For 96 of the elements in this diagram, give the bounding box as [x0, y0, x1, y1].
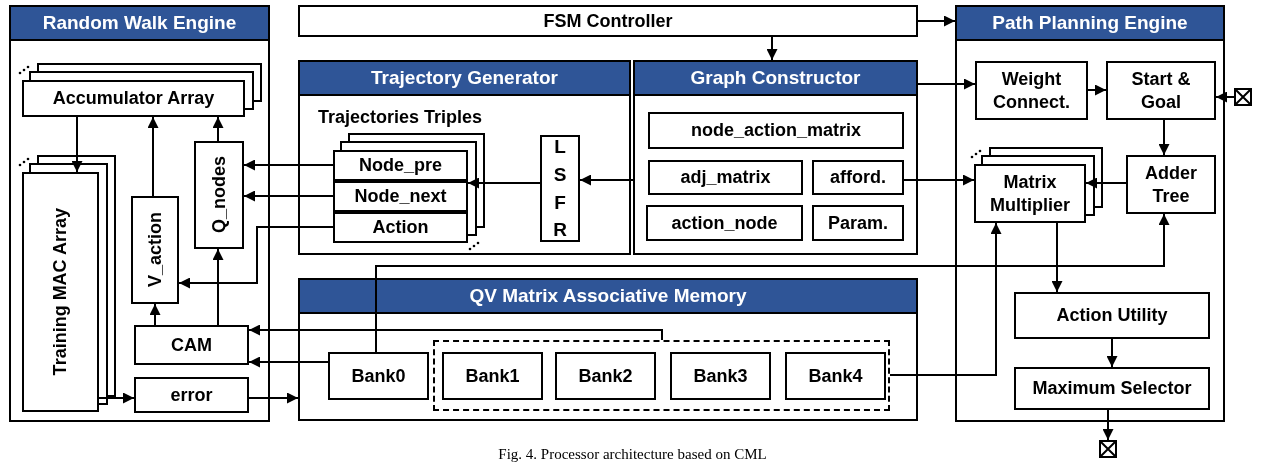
block-label: Start & Goal [1130, 68, 1192, 113]
block-label: Adder Tree [1144, 162, 1198, 207]
block [1014, 367, 1210, 410]
panel-header: Graph Constructor [635, 62, 916, 96]
arrow [243, 190, 334, 202]
arrow [1102, 409, 1114, 441]
arrow [1106, 338, 1118, 368]
block [1106, 61, 1216, 120]
block [22, 172, 99, 412]
io-port-symbol [1234, 88, 1252, 106]
arrow [212, 248, 224, 326]
arrow [375, 213, 1170, 353]
block [555, 352, 656, 400]
arrow [178, 226, 334, 289]
block-label: Training MAC Array [49, 208, 72, 376]
block [785, 352, 886, 400]
block-label: Action [372, 216, 429, 239]
arrow [1051, 222, 1063, 293]
arrow [889, 222, 1002, 376]
block-label: Bank3 [693, 364, 748, 388]
block [812, 205, 904, 241]
block [333, 181, 468, 212]
block [648, 112, 904, 149]
arrow [248, 324, 663, 341]
panel-header: Random Walk Engine [11, 7, 268, 41]
block [812, 160, 904, 195]
arrow [147, 116, 159, 197]
block-label: LSFR [552, 135, 568, 243]
arrow [71, 116, 83, 173]
block-label: Accumulator Array [52, 87, 215, 110]
block-label: CAM [171, 333, 212, 357]
engine-panel [298, 60, 631, 255]
block-label: Weight Connect. [992, 68, 1071, 113]
block [442, 352, 543, 400]
block-label: adj_matrix [680, 166, 771, 189]
block [134, 377, 249, 413]
block-label: Node_next [354, 185, 447, 208]
engine-panel [955, 5, 1225, 422]
io-port-symbol [1099, 440, 1117, 458]
arrow [1215, 91, 1235, 103]
block [194, 141, 244, 249]
arrow [149, 303, 161, 326]
block [134, 325, 249, 365]
block [328, 352, 429, 400]
block [131, 196, 179, 304]
panel-header: QV Matrix Associative Memory [300, 280, 916, 314]
arrow [917, 78, 976, 90]
block-label: error [170, 383, 213, 407]
block [333, 150, 468, 181]
block [1014, 292, 1210, 339]
arrow [243, 159, 334, 171]
block-label: Bank4 [808, 364, 863, 388]
arrow [579, 174, 634, 186]
block [333, 212, 468, 243]
engine-panel [9, 5, 270, 422]
engine-panel [298, 278, 918, 421]
block-label: afford. [830, 166, 886, 189]
block-label: FSM Controller [543, 9, 673, 33]
arrow [212, 116, 224, 142]
arrow [766, 36, 778, 61]
block-label: Maximum Selector [1032, 377, 1192, 400]
block [975, 61, 1088, 120]
block [646, 205, 803, 241]
arrow [917, 15, 956, 27]
figure-caption: Fig. 4. Processor architecture based on CML [498, 446, 767, 463]
block-label: Node_pre [359, 154, 442, 177]
block [1126, 155, 1216, 214]
arrow [248, 392, 299, 404]
block [22, 80, 245, 117]
panel-header: Path Planning Engine [957, 7, 1223, 41]
block-label: Bank1 [465, 364, 520, 388]
block-label: V_action [143, 212, 166, 288]
section-heading: Trajectories Triples [318, 106, 483, 129]
arrow [1158, 119, 1170, 156]
block [648, 160, 803, 195]
block-label: Bank2 [578, 364, 633, 388]
block [670, 352, 771, 400]
block-label: Matrix Multiplier [989, 171, 1071, 216]
block-label: Action Utility [1056, 304, 1168, 327]
arrow [1087, 84, 1107, 96]
block-label: node_action_matrix [690, 119, 862, 142]
block [974, 164, 1086, 223]
dashed-group-box [433, 340, 890, 411]
arrow [1085, 177, 1127, 189]
panel-header: Trajectory Generator [300, 62, 629, 96]
arrow [248, 356, 329, 368]
block-label: Q_nodes [207, 156, 230, 234]
engine-panel [633, 60, 918, 255]
arrow [903, 174, 975, 186]
block-label: action_node [671, 211, 778, 235]
arrow [467, 177, 541, 189]
block-label: Param. [827, 211, 888, 235]
block-label: Bank0 [351, 364, 406, 388]
block [540, 135, 580, 242]
arrow [98, 392, 135, 404]
block [298, 5, 918, 37]
